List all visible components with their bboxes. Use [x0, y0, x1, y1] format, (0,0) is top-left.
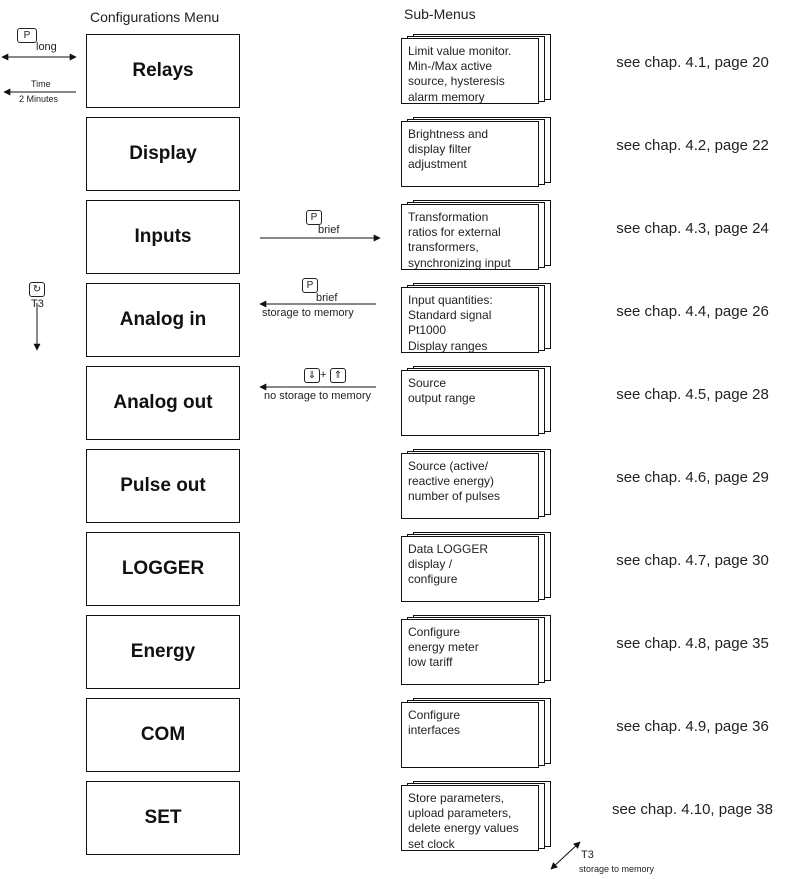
t3-bottom-label: T3 [581, 849, 594, 861]
submenu-card[interactable]: Source (active/ reactive energy) number … [401, 453, 539, 519]
time-label: Time [31, 79, 51, 89]
menu-box[interactable]: Energy [86, 615, 240, 689]
long-label: long [36, 41, 57, 53]
plus-sign: + [320, 369, 327, 381]
submenu-card[interactable]: Data LOGGER display / configure [401, 536, 539, 602]
t3-label: T3 [31, 298, 44, 310]
chapter-reference: see chap. 4.7, page 30 [616, 552, 769, 569]
submenu-stack: Source (active/ reactive energy) number … [401, 449, 553, 527]
submenu-stack: Source output range [401, 366, 553, 444]
brief-label: brief [318, 224, 340, 236]
chapter-reference: see chap. 4.2, page 22 [616, 137, 769, 154]
menu-box[interactable]: Analog out [86, 366, 240, 440]
menu-box[interactable]: SET [86, 781, 240, 855]
chapter-reference: see chap. 4.5, page 28 [616, 386, 769, 403]
submenu-card[interactable]: Limit value monitor. Min-/Max active sou… [401, 38, 539, 104]
submenu-stack: Limit value monitor. Min-/Max active sou… [401, 34, 553, 112]
sub-menus-title: Sub-Menus [404, 6, 476, 22]
submenu-card[interactable]: Transformation ratios for external trans… [401, 204, 539, 270]
submenu-stack: Data LOGGER display / configure [401, 532, 553, 610]
configurations-menu-title: Configurations Menu [90, 9, 220, 25]
submenu-stack: Input quantities: Standard signal Pt1000… [401, 283, 553, 361]
page-flip-arrow [550, 841, 581, 870]
menu-box[interactable]: Analog in [86, 283, 240, 357]
chapter-reference: see chap. 4.3, page 24 [616, 220, 769, 237]
chapter-reference: see chap. 4.9, page 36 [616, 718, 769, 735]
chapter-reference: see chap. 4.4, page 26 [616, 303, 769, 320]
submenu-card[interactable]: Brightness and display filter adjustment [401, 121, 539, 187]
submenu-stack: Configure energy meter low tariff [401, 615, 553, 693]
down-key-icon: ⇓ [304, 368, 320, 383]
submenu-card[interactable]: Store parameters, upload parameters, del… [401, 785, 539, 851]
chapter-reference: see chap. 4.6, page 29 [616, 469, 769, 486]
storage-bottom-label: storage to memory [579, 864, 655, 874]
submenu-card[interactable]: Input quantities: Standard signal Pt1000… [401, 287, 539, 353]
no-storage-label: no storage to memory [264, 390, 371, 402]
cycle-key-icon: ↻ [29, 282, 45, 297]
storage-label: storage to memory [262, 307, 354, 319]
menu-box[interactable]: LOGGER [86, 532, 240, 606]
menu-box[interactable]: Display [86, 117, 240, 191]
p-key-brief-2-icon: P [302, 278, 318, 293]
brief-label-2: brief [316, 292, 338, 304]
menu-box[interactable]: COM [86, 698, 240, 772]
submenu-stack: Store parameters, upload parameters, del… [401, 781, 553, 859]
p-key-brief-icon: P [306, 210, 322, 225]
chapter-reference: see chap. 4.1, page 20 [616, 54, 769, 71]
menu-box[interactable]: Pulse out [86, 449, 240, 523]
menu-box[interactable]: Relays [86, 34, 240, 108]
submenu-stack: Transformation ratios for external trans… [401, 200, 553, 278]
submenu-stack: Brightness and display filter adjustment [401, 117, 553, 195]
p-key-icon: P [17, 28, 37, 43]
time-value-label: 2 Minutes [19, 94, 59, 104]
chapter-reference: see chap. 4.10, page 38 [612, 801, 773, 818]
submenu-card[interactable]: Configure interfaces [401, 702, 539, 768]
chapter-reference: see chap. 4.8, page 35 [616, 635, 769, 652]
submenu-stack: Configure interfaces [401, 698, 553, 776]
menu-box[interactable]: Inputs [86, 200, 240, 274]
submenu-card[interactable]: Configure energy meter low tariff [401, 619, 539, 685]
submenu-card[interactable]: Source output range [401, 370, 539, 436]
up-key-icon: ⇑ [330, 368, 346, 383]
